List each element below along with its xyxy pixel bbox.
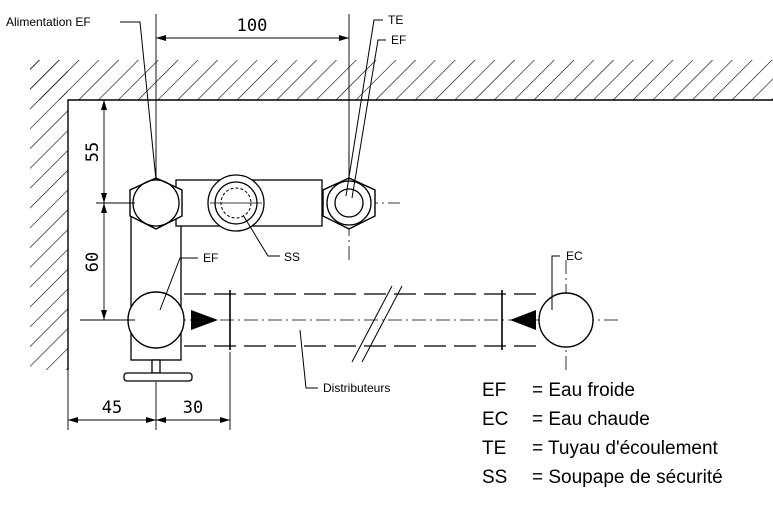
legend: EF = Eau froide EC = Eau chaude TE = Tuy…	[482, 376, 723, 492]
cold-water-outlet	[127, 290, 231, 350]
legend-meaning: = Tuyau d'écoulement	[532, 438, 718, 459]
dimension-30: 30	[183, 398, 203, 418]
dimension-arrows	[68, 35, 349, 423]
label-alimentation-ef: Alimentation EF	[6, 15, 91, 29]
legend-code: EF	[482, 380, 507, 401]
legend-row: TE = Tuyau d'écoulement	[482, 434, 723, 463]
distributor-pipe	[184, 285, 540, 363]
label-te: TE	[388, 13, 403, 27]
dimension-60: 60	[83, 252, 103, 272]
dimension-45: 45	[102, 398, 122, 418]
legend-code: EC	[482, 409, 509, 430]
dimension-100: 100	[237, 16, 268, 36]
leader-lines	[120, 19, 560, 389]
legend-code: SS	[482, 467, 508, 488]
legend-row: EF = Eau froide	[482, 376, 723, 405]
wall	[30, 60, 773, 370]
legend-code: TE	[482, 438, 507, 459]
label-distributeurs: Distributeurs	[323, 381, 390, 395]
legend-meaning: = Soupape de sécurité	[532, 467, 723, 488]
label-ef-outlet: EF	[203, 251, 218, 265]
hot-water-outlet	[501, 290, 594, 350]
dimension-55: 55	[83, 142, 103, 162]
legend-meaning: = Eau froide	[532, 380, 635, 401]
label-ef-top: EF	[391, 33, 406, 47]
hex-fitting-right	[322, 177, 376, 230]
safety-valve	[207, 174, 265, 232]
label-ss: SS	[284, 250, 300, 264]
legend-meaning: = Eau chaude	[532, 409, 650, 430]
hex-fitting-left	[129, 177, 183, 230]
tap-base	[123, 359, 193, 382]
legend-row: SS = Soupape de sécurité	[482, 463, 723, 492]
label-ec: EC	[566, 249, 583, 263]
legend-row: EC = Eau chaude	[482, 405, 723, 434]
